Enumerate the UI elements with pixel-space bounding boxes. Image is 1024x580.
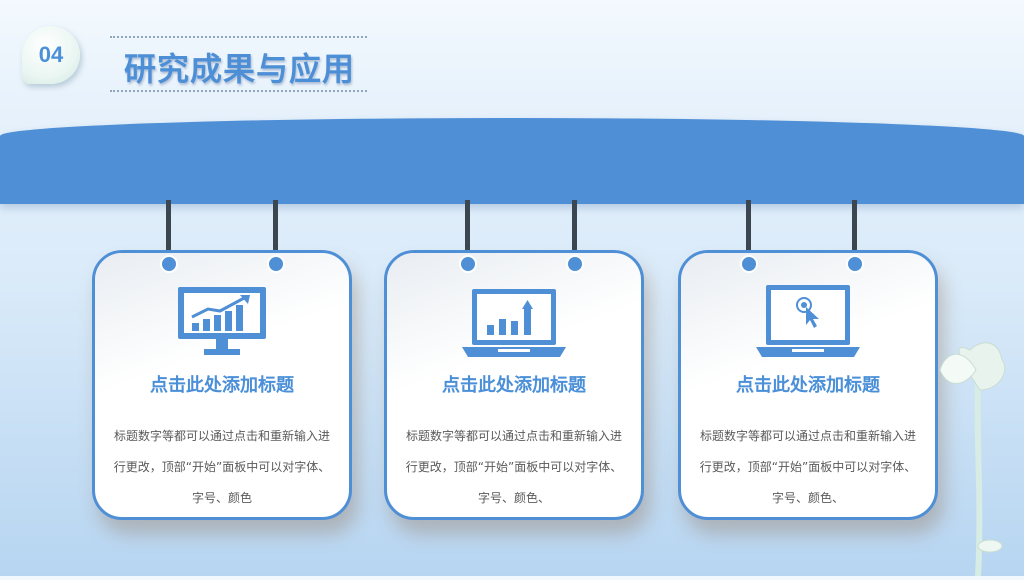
- laptop-bar-chart-icon: [460, 285, 568, 365]
- monitor-chart-icon: [176, 285, 268, 363]
- section-number: 04: [38, 42, 64, 67]
- cord-knob: [566, 255, 584, 273]
- content-card-1[interactable]: 点击此处添加标题 标题数字等都可以通过点击和重新输入进 行更改，顶部“开始”面板…: [92, 250, 352, 520]
- cord-knob: [740, 255, 758, 273]
- hanging-cord: [166, 200, 171, 262]
- hanging-cord: [273, 200, 278, 262]
- title-divider-bottom: [110, 90, 367, 92]
- section-number-badge: 04: [22, 26, 80, 84]
- card-heading: 点击此处添加标题: [442, 375, 586, 396]
- content-card-3[interactable]: 点击此处添加标题 标题数字等都可以通过点击和重新输入进 行更改，顶部“开始”面板…: [678, 250, 938, 520]
- cord-knob: [160, 255, 178, 273]
- card-body: 标题数字等都可以通过点击和重新输入进 行更改，顶部“开始”面板中可以对字体、 字…: [405, 429, 623, 505]
- page-title: 研究成果与应用: [124, 50, 356, 88]
- hanging-cord: [852, 200, 857, 262]
- flower-bud-decoration: [920, 330, 1020, 580]
- card-body: 标题数字等都可以通过点击和重新输入进 行更改，顶部“开始”面板中可以对字体、 字…: [113, 429, 331, 505]
- cord-knob: [459, 255, 477, 273]
- title-divider-top: [110, 36, 367, 38]
- card-heading: 点击此处添加标题: [150, 375, 294, 396]
- cord-knob: [267, 255, 285, 273]
- content-card-2[interactable]: 点击此处添加标题 标题数字等都可以通过点击和重新输入进 行更改，顶部“开始”面板…: [384, 250, 644, 520]
- hanging-cord: [746, 200, 751, 262]
- header-band: [0, 118, 1024, 204]
- laptop-cursor-icon: [754, 285, 862, 365]
- hanging-cord: [465, 200, 470, 262]
- cord-knob: [846, 255, 864, 273]
- hanging-cord: [572, 200, 577, 262]
- card-body: 标题数字等都可以通过点击和重新输入进 行更改，顶部“开始”面板中可以对字体、 字…: [699, 429, 917, 505]
- card-heading: 点击此处添加标题: [736, 375, 880, 396]
